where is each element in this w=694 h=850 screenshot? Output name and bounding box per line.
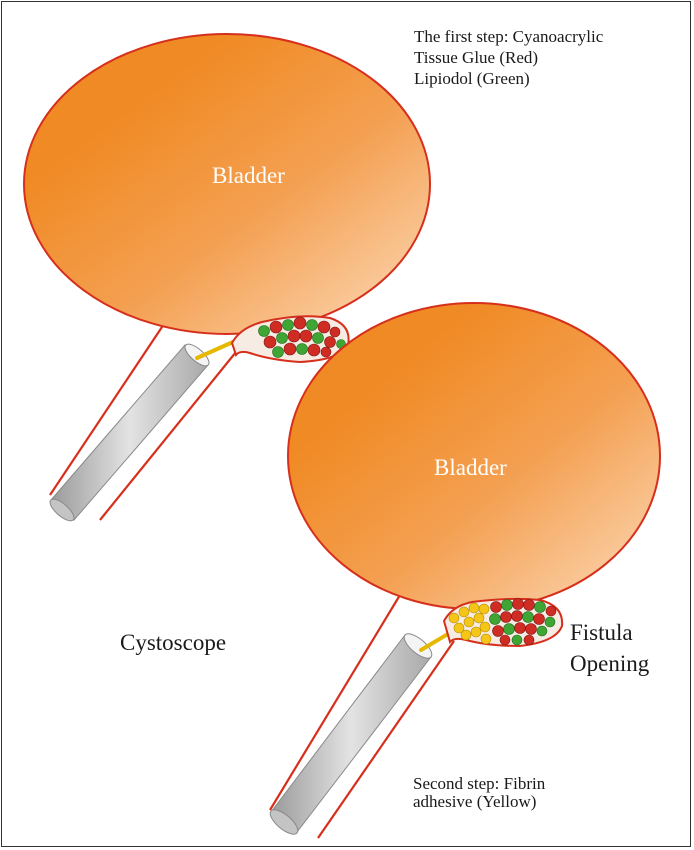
cystoscope-top [47, 338, 242, 524]
first-step-line-3: Lipiodol (Green) [414, 68, 603, 89]
bladder-bottom-label: Bladder [434, 455, 507, 481]
first-step-line-2: Tissue Glue (Red) [414, 47, 603, 68]
first-step-label: The first step: Cyanoacrylic Tissue Glue… [414, 26, 603, 89]
fistula-line-1: Fistula [570, 617, 649, 648]
second-step-line-1: Second step: Fibrin [413, 775, 545, 793]
second-step-line-2: adhesive (Yellow) [413, 793, 545, 811]
first-step-line-1: The first step: Cyanoacrylic [414, 26, 603, 47]
fistula-opening-label: Fistula Opening [570, 617, 649, 679]
bladder-top-label: Bladder [212, 163, 285, 189]
bottom-figure [266, 303, 660, 838]
second-step-label: Second step: Fibrin adhesive (Yellow) [413, 775, 545, 811]
fistula-line-2: Opening [570, 648, 649, 679]
cystoscope-label: Cystoscope [120, 627, 226, 658]
